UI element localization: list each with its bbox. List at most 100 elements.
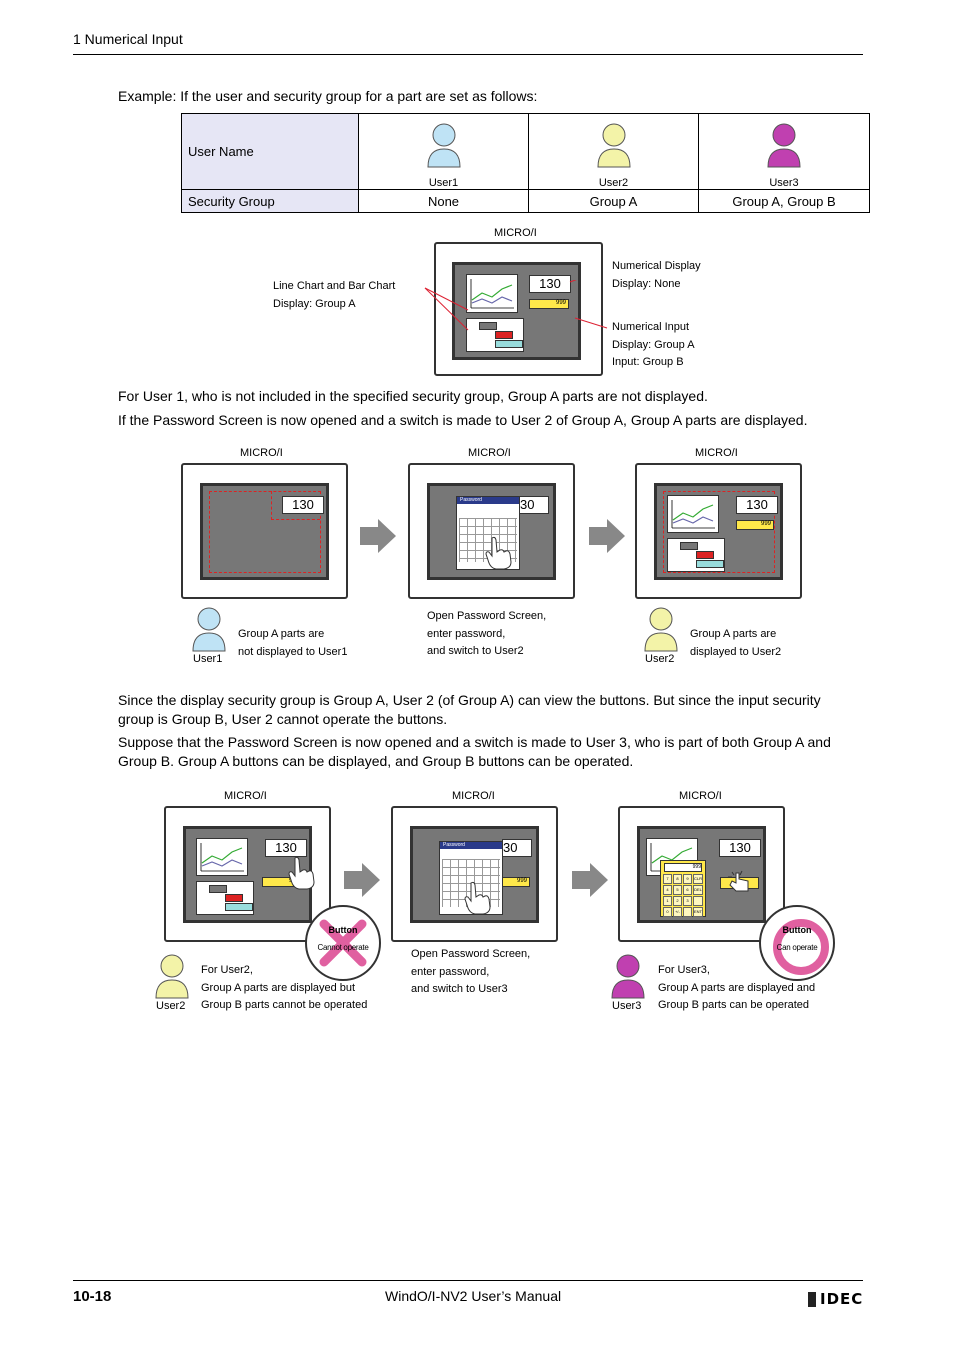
keypad-key[interactable]: 3 — [682, 896, 692, 906]
line-chart-icon — [470, 279, 514, 309]
hand-pointer-icon — [288, 856, 315, 890]
can-operate-label: Can operate — [776, 943, 818, 952]
paragraph-2: If the Password Screen is now opened and… — [118, 412, 808, 428]
cannot-operate-label: Cannot operate — [317, 943, 369, 952]
d3-device-1: 130 999 — [164, 806, 331, 942]
user3-avatar-icon — [611, 954, 645, 999]
d3-note3-line2: Group A parts are displayed and — [658, 981, 816, 994]
diagram1-left-note: Line Chart and Bar Chart Display: Group … — [273, 278, 395, 313]
d2-note1-line2: not displayed to User1 — [238, 645, 348, 658]
idec-logo: IDEC — [808, 1290, 863, 1309]
d2-micro-1: MICRO/I — [240, 447, 283, 459]
keypad-key[interactable]: DEL — [692, 885, 703, 895]
d2-bar-1 — [680, 542, 698, 550]
d3-screen-2: 30 999 Password — [410, 826, 539, 923]
diagram1-screen: 130 999 — [452, 262, 581, 360]
password-title: Password — [457, 497, 519, 504]
d3-device-2: 30 999 Password — [391, 806, 558, 942]
d3-note1-line1: For User2, — [201, 964, 253, 976]
d3-note2-line2: enter password, — [411, 965, 490, 978]
d3-micro-1: MICRO/I — [224, 790, 267, 802]
keypad-key[interactable]: 4 — [663, 885, 672, 895]
paragraph-3: Since the display security group is Grou… — [118, 692, 821, 727]
keypad-key[interactable] — [682, 907, 692, 917]
hand-click-icon — [728, 870, 749, 892]
keypad-key[interactable]: 2 — [672, 896, 682, 906]
d2-bar-2 — [696, 551, 714, 559]
numerical-input[interactable]: 999 — [529, 299, 569, 309]
diagram1-micro-label: MICRO/I — [494, 227, 537, 239]
circle-ok-icon — [773, 919, 829, 975]
d2-display-2: 30 — [519, 496, 549, 514]
keypad-key[interactable] — [692, 896, 703, 906]
group-cell-1: None — [358, 189, 529, 213]
d2-micro-3: MICRO/I — [695, 447, 738, 459]
bar-1 — [479, 322, 497, 330]
hand-pointer-icon — [464, 881, 491, 915]
intro-text: Example: If the user and security group … — [118, 88, 538, 104]
d2-user1-label: User1 — [193, 653, 223, 665]
user2-avatar-icon — [155, 954, 189, 999]
user1-avatar-icon — [192, 607, 226, 652]
arrow-right-icon — [572, 863, 608, 897]
keypad-key[interactable]: 7 — [663, 874, 672, 884]
d2-display-3: 130 — [736, 496, 778, 514]
page-number: 10-18 — [73, 1288, 112, 1305]
cannot-button-label: Button — [328, 925, 358, 935]
d3-note2-line3: and switch to User3 — [411, 983, 508, 995]
keypad-key[interactable]: CLR — [692, 874, 703, 884]
diagram1-device: 130 999 — [434, 242, 603, 376]
d3-note1: For User2, Group A parts are displayed b… — [201, 962, 367, 1015]
hand-pointer-icon — [485, 536, 512, 570]
diagram1-leaders — [424, 280, 608, 331]
user3-label: User3 — [769, 177, 799, 189]
d3-input-2[interactable]: 999 — [501, 877, 530, 887]
user1-cell: User1 — [358, 113, 529, 190]
d3-display-1: 130 — [265, 839, 307, 857]
diagram1-right-note2: Numerical Input Display: Group A Input: … — [612, 319, 695, 372]
logo-bar — [808, 1292, 816, 1307]
d3-note1-line2: Group A parts are displayed but — [201, 981, 356, 994]
user2-avatar-icon — [644, 607, 678, 652]
keypad-key[interactable]: 8 — [672, 874, 682, 884]
group-cell-2: Group A — [528, 189, 699, 213]
right-note2-line3: Input: Group B — [612, 356, 684, 368]
d2-note2-line1: Open Password Screen, — [427, 610, 547, 622]
section-header: 1 Numerical Input — [73, 31, 183, 47]
keypad-key[interactable]: 6 — [682, 885, 692, 895]
d3-note2-line1: Open Password Screen, — [411, 948, 531, 960]
d2-device-1: 130 — [181, 463, 348, 599]
keypad-key[interactable]: 9 — [682, 874, 692, 884]
left-note-line2: Display: Group A — [273, 297, 356, 310]
arrow-right-icon — [360, 519, 396, 553]
can-button-label: Button — [782, 925, 812, 935]
d3-note1-line3: Group B parts cannot be operated — [201, 999, 368, 1011]
d2-note2: Open Password Screen, enter password, an… — [427, 608, 546, 661]
keypad-key[interactable]: 0 — [663, 907, 672, 917]
footer-rule — [73, 1280, 863, 1281]
d2-input-3[interactable]: 999 — [736, 520, 774, 530]
d3-line-chart-1 — [196, 838, 248, 876]
keypad-display: 999 — [664, 863, 702, 872]
keypad-key[interactable]: 1 — [663, 896, 672, 906]
d2-line-chart — [667, 495, 719, 533]
keypad-key[interactable]: +/- — [672, 907, 682, 917]
d3-note3-line1: For User3, — [658, 964, 710, 976]
d2-note3-line1: Group A parts are — [690, 628, 777, 640]
d2-note1: Group A parts are not displayed to User1 — [238, 626, 347, 661]
keypad-key[interactable]: 5 — [672, 885, 682, 895]
d2-note2-line2: enter password, — [427, 627, 506, 640]
bar-2 — [495, 331, 513, 339]
hidden-parts-notch — [271, 491, 320, 520]
user3-cell: User3 — [698, 113, 870, 190]
d2-bar-3 — [696, 560, 724, 568]
d2-bar-chart — [667, 538, 725, 572]
keypad-key[interactable]: ENT — [692, 907, 703, 917]
row-label-security-group: Security Group — [181, 189, 359, 213]
cross-icon — [319, 919, 367, 967]
d2-note1-line1: Group A parts are — [238, 628, 325, 640]
d3-display-3: 130 — [719, 839, 761, 857]
user2-label: User2 — [598, 177, 629, 189]
